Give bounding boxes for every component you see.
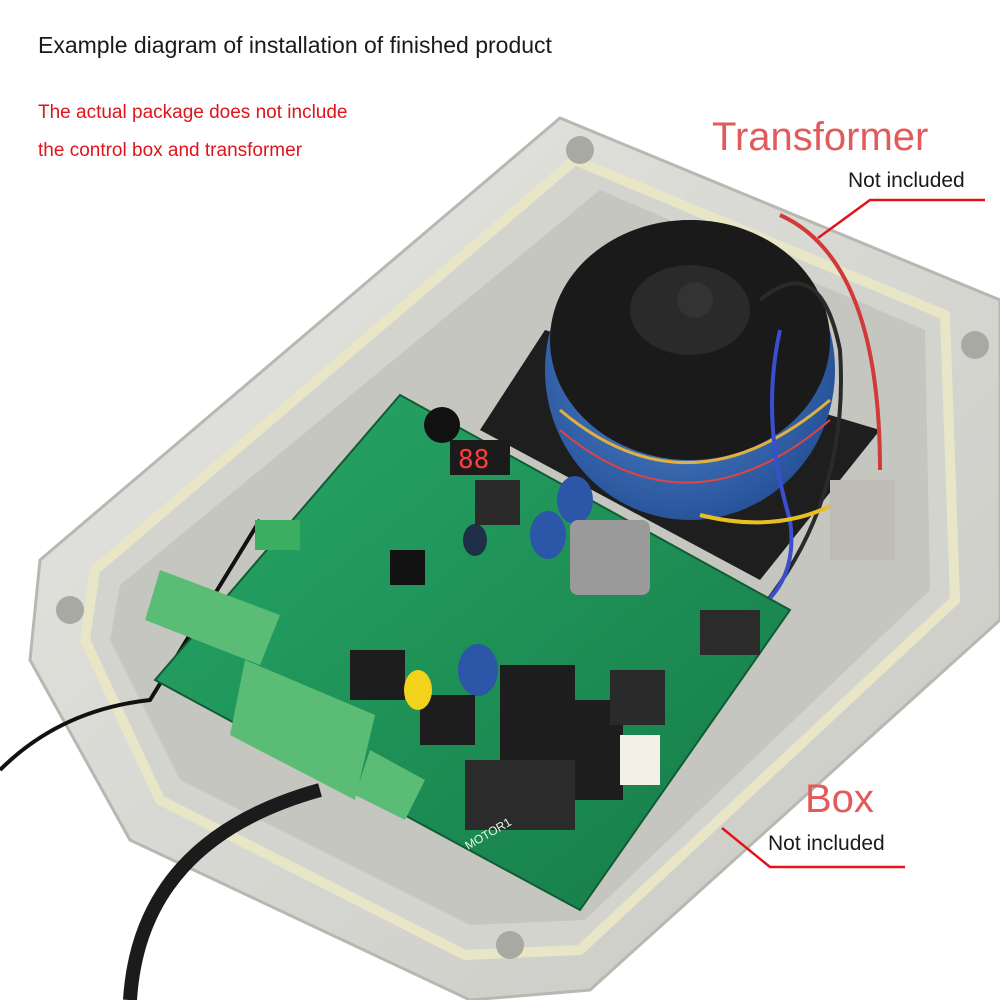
green-terminal-block (355, 750, 425, 820)
transformer-callout-line (817, 198, 985, 240)
screw-hole (961, 331, 989, 359)
heat-sink (610, 670, 665, 725)
heat-sink (475, 480, 520, 525)
wire-connector (830, 480, 895, 560)
antenna-terminal (255, 520, 300, 550)
capacitor (463, 524, 487, 556)
box-label: Box (805, 777, 874, 821)
led-display (450, 440, 510, 475)
power-terminal-block (700, 610, 760, 655)
green-terminal-block (145, 570, 280, 665)
capacitor (557, 476, 593, 524)
transformer-wires (699, 213, 882, 622)
power-cable (123, 783, 322, 1000)
antenna-wire (0, 518, 262, 772)
relay (350, 650, 405, 700)
capacitor (458, 644, 498, 696)
box-status: Not included (768, 832, 885, 855)
screw-hole (56, 596, 84, 624)
screw-hole (496, 931, 524, 959)
green-terminal-block (230, 660, 375, 800)
screw-hole (566, 136, 594, 164)
toroidal-transformer (545, 220, 835, 520)
capacitor (530, 511, 566, 559)
yellow-capacitor (404, 670, 432, 710)
package-notice-line-2: the control box and transformer (38, 140, 303, 161)
page-title: Example diagram of installation of finis… (38, 32, 552, 58)
box-callout-line (721, 827, 905, 869)
pcb-board: 88 MOTOR1 (145, 393, 792, 912)
bridge-rectifier (570, 520, 650, 595)
led-display-digits: 88 (458, 445, 489, 475)
microcontroller (390, 550, 425, 585)
package-notice-line-1: The actual package does not include (38, 102, 348, 123)
transformer-label: Transformer (712, 115, 929, 159)
relay (420, 695, 475, 745)
motor-terminal-block (465, 760, 575, 830)
buzzer (424, 407, 460, 443)
ceramic-resistor (620, 735, 660, 785)
transformer-status: Not included (848, 169, 965, 192)
